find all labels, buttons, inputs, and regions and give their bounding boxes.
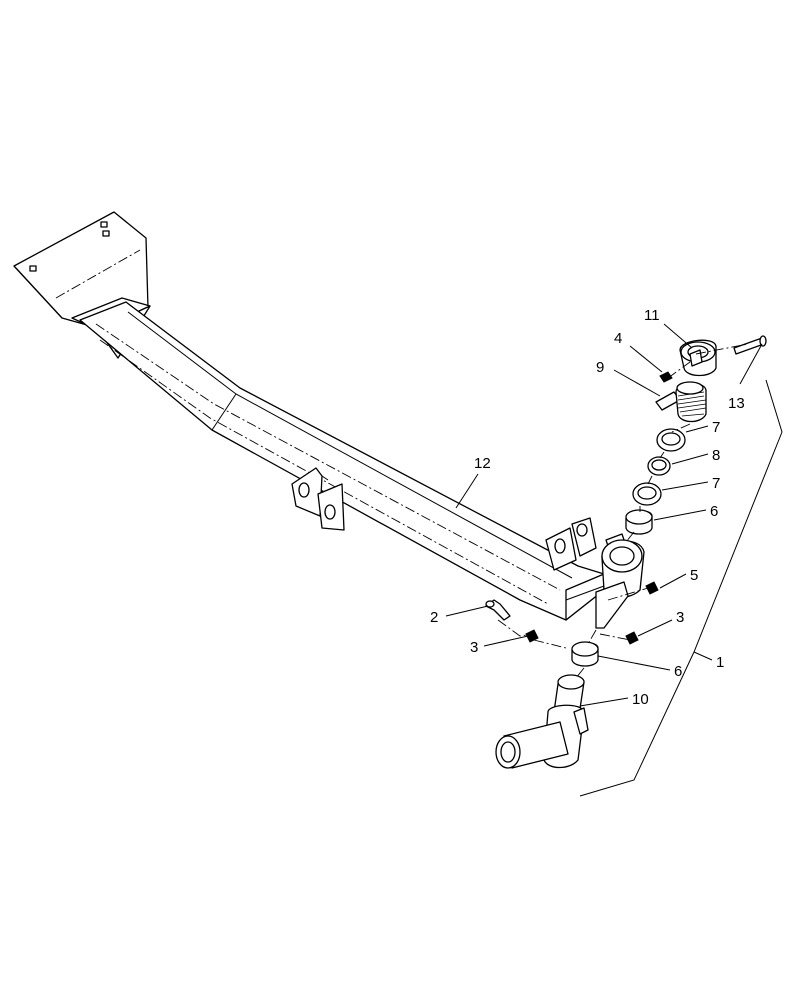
callout-12: 12 <box>474 455 491 472</box>
callout-9: 9 <box>596 359 604 376</box>
callout-11: 11 <box>644 307 660 324</box>
callout-5: 5 <box>690 567 698 584</box>
spring-part-9 <box>655 381 707 423</box>
nut-part-4 <box>659 371 673 383</box>
callout-6a: 6 <box>710 503 718 520</box>
bushing-part-6a <box>625 509 653 535</box>
bolt-part-2 <box>485 599 511 621</box>
callout-7a: 7 <box>712 419 720 436</box>
spindle-part-10 <box>495 674 589 769</box>
seal-part-8 <box>647 456 671 476</box>
washer-part-7b <box>632 482 662 506</box>
callout-3a: 3 <box>470 639 478 656</box>
bushing-part-6b <box>571 641 599 667</box>
spindle-housing <box>545 517 645 629</box>
callout-10: 10 <box>632 691 649 708</box>
beam-bracket <box>291 467 345 531</box>
nut-part-3b <box>625 631 639 645</box>
callout-4: 4 <box>614 330 622 347</box>
callout-6b: 6 <box>674 663 682 680</box>
axle-beam <box>13 211 605 621</box>
callout-8: 8 <box>712 447 720 464</box>
nut-part-3a <box>525 629 539 643</box>
pin-part-13 <box>733 335 767 355</box>
washer-part-7a <box>656 428 686 452</box>
collar-part-11 <box>679 339 717 377</box>
assembly-lines <box>497 343 749 679</box>
callout-2: 2 <box>430 609 438 626</box>
callout-7b: 7 <box>712 475 720 492</box>
callouts: 12 11 4 9 13 7 8 7 6 5 2 3 3 6 1 10 <box>430 307 745 708</box>
fitting-part-5 <box>645 581 659 595</box>
callout-3b: 3 <box>676 609 684 626</box>
leader-lines <box>445 323 783 797</box>
callout-13: 13 <box>728 395 745 412</box>
callout-1: 1 <box>716 654 724 671</box>
